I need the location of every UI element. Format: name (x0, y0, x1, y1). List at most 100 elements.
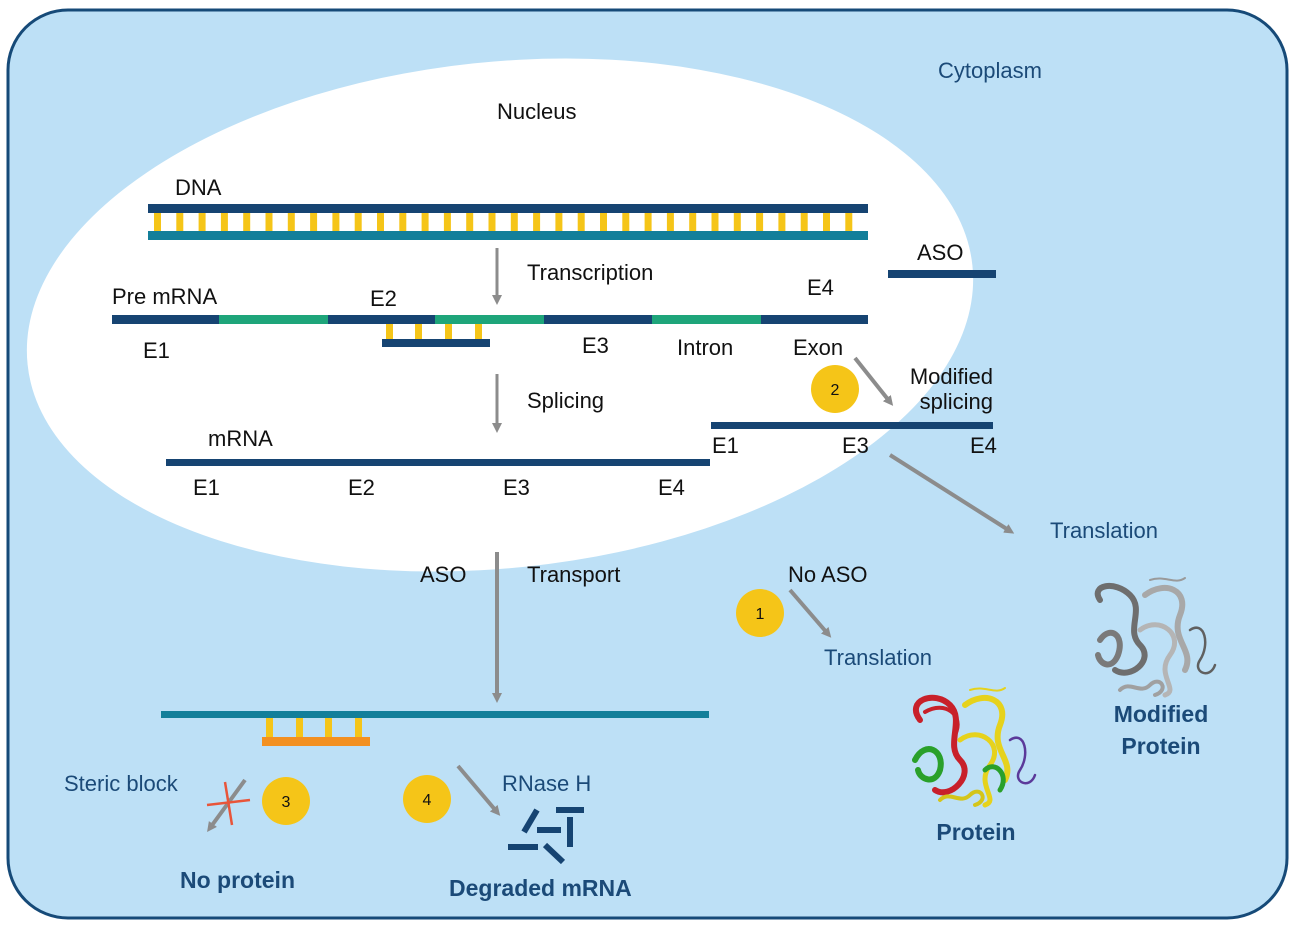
base-pair (600, 213, 607, 231)
modified-translation-arrow (888, 453, 1015, 534)
base-pair (266, 718, 273, 737)
base-pair (756, 213, 764, 231)
degraded-mrna-fragments-icon (508, 807, 584, 865)
step-2-badge (811, 365, 859, 413)
base-pair (399, 213, 407, 231)
base-pair (733, 213, 741, 231)
no-aso-label: No ASO (788, 562, 867, 587)
base-pair (689, 213, 697, 231)
pre-mrna-intron-3 (652, 315, 761, 324)
intron-legend-label: Intron (677, 335, 733, 360)
base-pair (325, 718, 332, 737)
base-pair (533, 213, 541, 231)
base-pair (220, 213, 228, 231)
step-3-badge (262, 777, 310, 825)
base-pair (800, 213, 808, 231)
aso-top-label: ASO (917, 240, 963, 265)
base-pair (510, 213, 518, 231)
aso-bound-cytoplasm (262, 718, 370, 746)
base-pair (332, 213, 340, 231)
protein-label: Protein (936, 819, 1015, 845)
aso-gapmer-strand (262, 737, 370, 746)
base-pair (644, 213, 652, 231)
base-pair (355, 718, 362, 737)
base-pair (377, 213, 384, 231)
base-pair (488, 213, 496, 231)
base-pair (466, 213, 474, 231)
pre-mrna-intron-1 (219, 315, 328, 324)
dna-double-strand (148, 204, 868, 240)
rnase-h-arrow (456, 764, 501, 816)
blocked-cross-icon (223, 781, 234, 826)
translation-mid-label: Translation (824, 645, 932, 670)
modified-mrna-strand (711, 422, 993, 429)
mrna-e3-label: E3 (503, 475, 530, 500)
cytoplasm-mrna-strand (161, 711, 709, 718)
base-pair (622, 213, 630, 231)
modified-mrna-e1-label: E1 (712, 433, 739, 458)
pre-mrna-e4-label: E4 (807, 275, 834, 300)
base-pair (386, 324, 393, 339)
pre-mrna-exon-1 (112, 315, 219, 324)
translation-right-label: Translation (1050, 518, 1158, 543)
nucleus-label: Nucleus (497, 99, 576, 124)
step-1-number: 1 (756, 606, 765, 623)
modified-protein-label-1: Modified (1114, 701, 1209, 727)
base-pair (287, 213, 295, 231)
base-pair (443, 213, 451, 231)
no-protein-label: No protein (180, 867, 295, 893)
aso-strand (382, 339, 490, 347)
splicing-label: Splicing (527, 388, 604, 413)
pre-mrna-label: Pre mRNA (112, 284, 217, 309)
mrna-e1-label: E1 (193, 475, 220, 500)
steric-block-label: Steric block (64, 771, 179, 796)
base-pair (845, 213, 853, 231)
modified-splicing-label-2: splicing (920, 389, 993, 414)
transport-label: Transport (527, 562, 620, 587)
pre-mrna-exon-2 (328, 315, 435, 324)
base-pair (577, 213, 585, 231)
base-pair (296, 718, 303, 737)
base-pair (243, 213, 251, 231)
step-4-badge (403, 775, 451, 823)
aso-transport-label: ASO (420, 562, 466, 587)
pre-mrna-intron-2 (435, 315, 544, 324)
exon-legend-label: Exon (793, 335, 843, 360)
cytoplasm-label: Cytoplasm (938, 58, 1042, 83)
modified-mrna-e4-label: E4 (970, 433, 997, 458)
base-pair (421, 213, 429, 231)
mrna-strand (166, 459, 710, 466)
base-pair (555, 213, 563, 231)
protein-structure-icon (912, 687, 1037, 808)
no-aso-translation-arrow (788, 588, 832, 638)
pre-mrna-exon-4 (761, 315, 868, 324)
base-pair (666, 213, 674, 231)
step-1-badge (736, 589, 784, 637)
pre-mrna-e2-label: E2 (370, 286, 397, 311)
base-pair (176, 213, 184, 231)
base-pair (778, 213, 786, 231)
base-pair (310, 213, 318, 231)
base-pair (823, 213, 830, 231)
pre-mrna-strand (112, 315, 868, 324)
step-4-number: 4 (423, 792, 432, 809)
pre-mrna-e1-label: E1 (143, 338, 170, 363)
modified-mrna-e3-label: E3 (842, 433, 869, 458)
base-pair (154, 213, 161, 231)
aso-bound-pre-mrna (382, 324, 490, 347)
dna-top-strand (148, 204, 868, 213)
rnase-h-label: RNase H (502, 771, 591, 796)
pre-mrna-exon-3 (544, 315, 652, 324)
base-pair (198, 213, 206, 231)
mrna-label: mRNA (208, 426, 273, 451)
step-3-number: 3 (282, 794, 291, 811)
aso-oligo-strand (888, 270, 996, 278)
mrna-e4-label: E4 (658, 475, 685, 500)
base-pair (265, 213, 273, 231)
dna-label: DNA (175, 175, 222, 200)
degraded-mrna-label: Degraded mRNA (449, 875, 632, 901)
step-2-number: 2 (831, 382, 840, 399)
modified-protein-label-2: Protein (1121, 733, 1200, 759)
modified-protein-structure-icon (1094, 577, 1217, 698)
